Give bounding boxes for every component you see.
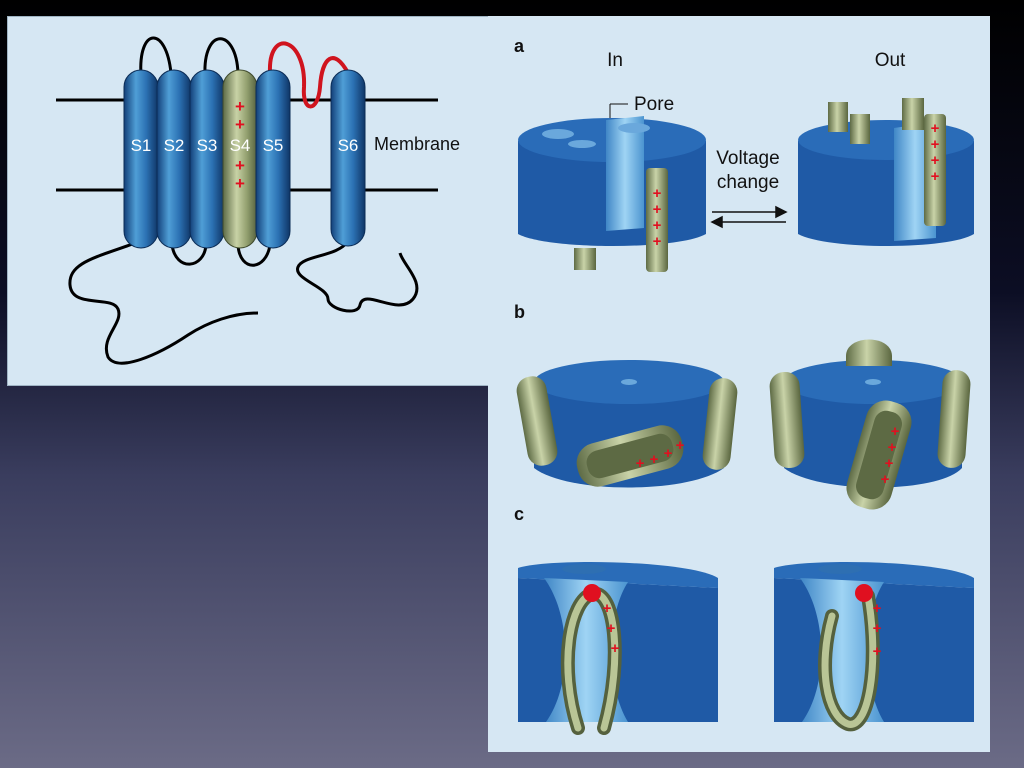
- bidirectional-arrow-icon: [710, 205, 788, 229]
- channel-open-a: + + + +: [798, 98, 974, 246]
- channel-closed-a: + + + +: [518, 116, 706, 272]
- charge-plus: +: [235, 156, 245, 175]
- topology-panel: S1 S2 S3 S4 + + + + S5 S6 Membrane: [7, 16, 489, 386]
- loop-s2-s3: [170, 244, 208, 266]
- voltage-change-label-line1: Voltage: [716, 148, 779, 169]
- segment-s6: S6: [330, 69, 366, 247]
- charge-plus: +: [235, 97, 245, 116]
- segment-label: S5: [263, 136, 284, 155]
- charge-plus: +: [873, 643, 882, 660]
- segment-label: S1: [131, 136, 152, 155]
- charge-plus: +: [653, 185, 662, 202]
- topology-diagram: S1 S2 S3 S4 + + + + S5 S6 Membrane: [56, 36, 460, 365]
- loop-s3-s4: [203, 37, 240, 76]
- charge-plus: +: [931, 120, 940, 137]
- n-terminus: [68, 240, 259, 365]
- charge-plus: +: [885, 455, 894, 472]
- charge-plus: +: [607, 620, 616, 637]
- charge-plus: +: [653, 233, 662, 250]
- segment-s3: S3: [189, 69, 225, 249]
- panel-letter-b: b: [514, 302, 525, 322]
- charge-plus: +: [653, 217, 662, 234]
- charge-plus: +: [931, 152, 940, 169]
- charge-plus: +: [603, 600, 612, 617]
- panel-letter-c: c: [514, 504, 524, 524]
- gating-models-diagram: a In Out + + + + Pore Voltage change: [514, 36, 974, 735]
- segment-label: S6: [338, 136, 359, 155]
- loop-s1-s2: [139, 36, 173, 76]
- segment-s1: S1: [123, 69, 159, 249]
- s4-helix: [924, 114, 946, 226]
- charge-plus: +: [873, 600, 882, 617]
- channel-closed-b: + + + +: [516, 360, 738, 488]
- charge-plus: +: [891, 423, 900, 440]
- segment-s2: S2: [156, 69, 192, 249]
- charge-plus: +: [235, 174, 245, 193]
- channel-cutaway-c-right: + + +: [774, 562, 974, 732]
- charge-plus: +: [650, 451, 659, 468]
- state-out-label: Out: [875, 50, 906, 71]
- pore-loop-s5-s6: [267, 41, 350, 109]
- segment-s4-voltage-sensor: S4 + + + +: [222, 69, 258, 249]
- c-terminus: [296, 240, 419, 313]
- charge-plus: +: [873, 620, 882, 637]
- charge-plus: +: [888, 439, 897, 456]
- gating-models-panel: a In Out + + + + Pore Voltage change: [488, 16, 990, 752]
- charge-plus: +: [664, 445, 673, 462]
- charge-plus: +: [676, 437, 685, 454]
- state-in-label: In: [607, 50, 623, 71]
- charge-plus: +: [931, 168, 940, 185]
- channel-open-b: + + + +: [769, 339, 971, 510]
- charge-plus: +: [235, 115, 245, 134]
- charge-plus: +: [931, 136, 940, 153]
- channel-cutaway-c-left: + + +: [518, 562, 718, 735]
- charge-plus: +: [881, 471, 890, 488]
- voltage-change-label-line2: change: [717, 172, 779, 193]
- panel-letter-a: a: [514, 36, 525, 56]
- segment-label: S3: [197, 136, 218, 155]
- segment-label: S4: [230, 136, 251, 155]
- charge-plus: +: [653, 201, 662, 218]
- gate-charge-dot: [583, 584, 601, 602]
- pore-label: Pore: [634, 94, 674, 115]
- charge-plus: +: [636, 455, 645, 472]
- membrane-label: Membrane: [374, 134, 460, 154]
- loop-s4-s5: [236, 244, 272, 267]
- gate-charge-dot: [855, 584, 873, 602]
- segment-s5: S5: [255, 69, 291, 249]
- segment-label: S2: [164, 136, 185, 155]
- s4-helix: [646, 168, 668, 272]
- charge-plus: +: [611, 640, 620, 657]
